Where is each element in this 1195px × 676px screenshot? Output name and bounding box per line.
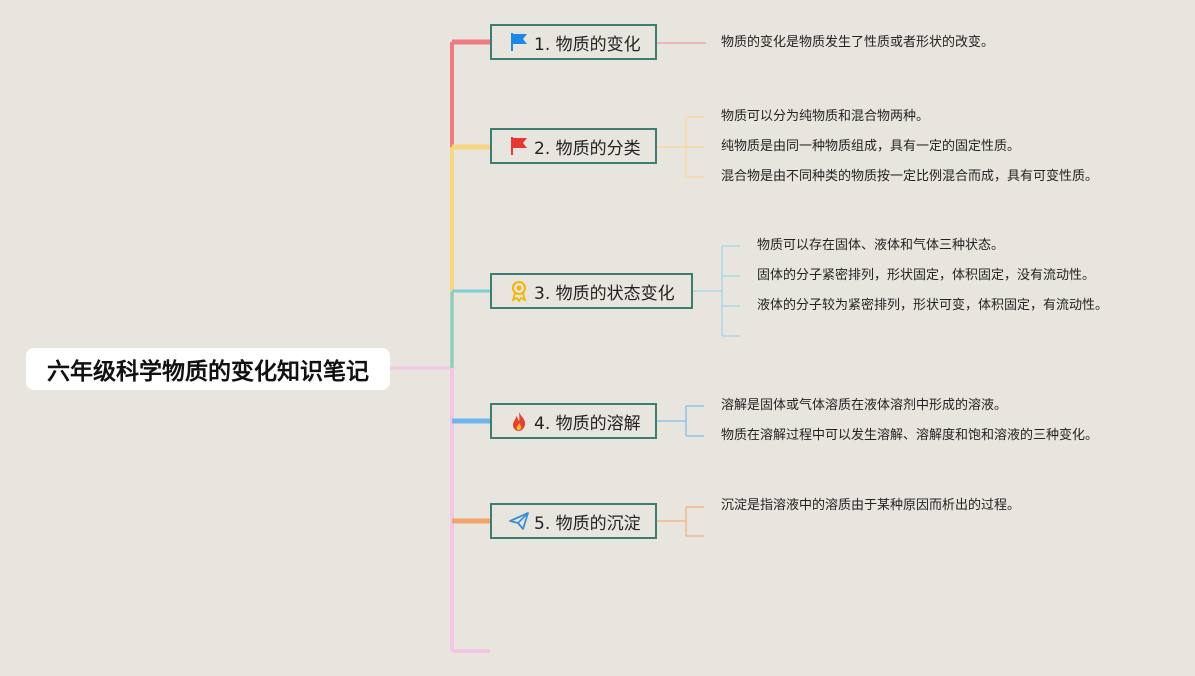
leaf-5-1[interactable]: 沉淀是指溶液中的溶质由于某种原因而析出的过程。 bbox=[721, 498, 1021, 513]
fire-icon bbox=[508, 410, 530, 432]
leaf-2-3[interactable]: 混合物是由不同种类的物质按一定比例混合而成，具有可变性质。 bbox=[721, 169, 1099, 184]
leaf-2-2[interactable]: 纯物质是由同一种物质组成，具有一定的固定性质。 bbox=[721, 139, 1021, 154]
leaf-4-2[interactable]: 物质在溶解过程中可以发生溶解、溶解度和饱和溶液的三种变化。 bbox=[721, 428, 1099, 443]
branch-3-label: 3. 物质的状态变化 bbox=[534, 283, 675, 304]
leaf-2-1[interactable]: 物质可以分为纯物质和混合物两种。 bbox=[721, 109, 930, 124]
leaf-connector-2 bbox=[657, 116, 704, 178]
leaf-3-1[interactable]: 物质可以存在固体、液体和气体三种状态。 bbox=[757, 238, 1005, 253]
branch-2[interactable]: 2. 物质的分类 bbox=[490, 128, 657, 164]
leaf-1-1[interactable]: 物质的变化是物质发生了性质或者形状的改变。 bbox=[721, 35, 995, 50]
red-flag-icon bbox=[508, 135, 530, 157]
branch-3[interactable]: 3. 物质的状态变化 bbox=[490, 273, 693, 309]
leaf-connector-3 bbox=[692, 245, 740, 337]
blue-flag-icon bbox=[508, 31, 530, 53]
branch-1-label: 1. 物质的变化 bbox=[534, 34, 641, 55]
leaf-3-3[interactable]: 液体的分子较为紧密排列，形状可变，体积固定，有流动性。 bbox=[757, 298, 1109, 313]
award-icon bbox=[508, 280, 530, 302]
leaf-connector-5 bbox=[657, 506, 704, 537]
root-title: 六年级科学物质的变化知识笔记 bbox=[47, 359, 369, 385]
leaf-4-1[interactable]: 溶解是固体或气体溶质在液体溶剂中形成的溶液。 bbox=[721, 398, 1008, 413]
branch-4[interactable]: 4. 物质的溶解 bbox=[490, 403, 657, 439]
leaf-connector-4 bbox=[657, 405, 704, 437]
paper-plane-icon bbox=[508, 510, 530, 532]
branch-5-label: 5. 物质的沉淀 bbox=[534, 513, 641, 534]
root-topic[interactable]: 六年级科学物质的变化知识笔记 bbox=[26, 348, 390, 390]
branch-5[interactable]: 5. 物质的沉淀 bbox=[490, 503, 657, 539]
branch-2-label: 2. 物质的分类 bbox=[534, 138, 641, 159]
branch-1[interactable]: 1. 物质的变化 bbox=[490, 24, 657, 60]
branch-4-label: 4. 物质的溶解 bbox=[534, 413, 641, 434]
leaf-3-2[interactable]: 固体的分子紧密排列，形状固定，体积固定，没有流动性。 bbox=[757, 268, 1096, 283]
